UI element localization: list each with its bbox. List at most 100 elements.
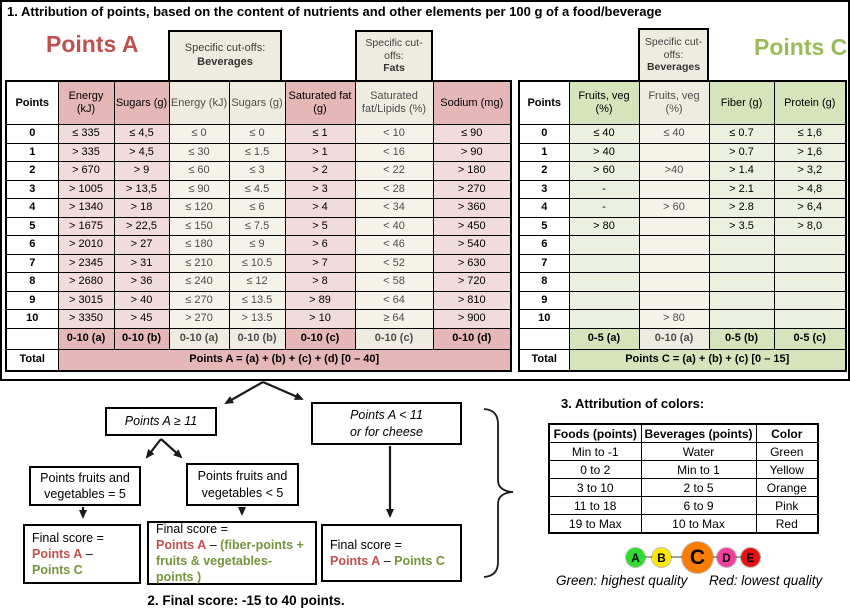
cell: > 1.4 bbox=[708, 161, 775, 181]
cell bbox=[708, 253, 775, 273]
cell: ≤ 10.5 bbox=[228, 253, 286, 273]
cell: Orange bbox=[755, 478, 819, 497]
cell bbox=[638, 253, 710, 273]
table-row: 0≤ 335≤ 4,5≤ 0≤ 0≤ 1< 10≤ 90 bbox=[5, 124, 512, 144]
nutriscore-badges: A B C D E bbox=[620, 540, 765, 576]
cell: Red bbox=[755, 514, 819, 534]
condition-points-a-lt-11: Points A < 11 or for cheese bbox=[311, 402, 462, 445]
cell: > 360 bbox=[432, 198, 512, 218]
badge-d-icon: D bbox=[717, 548, 736, 567]
cell: >40 bbox=[638, 161, 710, 181]
cell: ≤ 3 bbox=[228, 161, 286, 181]
cutoff-prefix: Specific cut-offs: bbox=[365, 37, 423, 62]
cell: > 540 bbox=[432, 235, 512, 255]
cell: > 630 bbox=[432, 253, 512, 273]
cell: < 58 bbox=[354, 272, 434, 292]
final-score-formula: Points A – Points C bbox=[32, 546, 132, 579]
table-row: 6 bbox=[518, 235, 847, 255]
cell: ≤ 4.5 bbox=[228, 179, 286, 199]
cell bbox=[568, 235, 640, 255]
cell: ≤ 0.7 bbox=[708, 124, 775, 144]
cell: < 64 bbox=[354, 290, 434, 310]
points-a-term: Points A bbox=[330, 554, 381, 568]
points-c-header: Points Fruits, veg (%) Fruits, veg (%) F… bbox=[518, 80, 847, 125]
caption-green-quality: Green: highest quality bbox=[556, 573, 688, 588]
cell: 5 bbox=[518, 216, 570, 236]
cell: 2 to 5 bbox=[640, 478, 757, 497]
cell: > 450 bbox=[432, 216, 512, 236]
cell: ≤ 335 bbox=[57, 124, 115, 144]
cell: 1 bbox=[518, 142, 570, 162]
cell: > 3.5 bbox=[708, 216, 775, 236]
points-c-table: Points Fruits, veg (%) Fruits, veg (%) F… bbox=[518, 80, 847, 372]
final-score-formula: Points A – (fiber-points + fruits & vege… bbox=[156, 537, 308, 586]
fiber-fruits-term: (fiber-points + fruits & vegetables- poi… bbox=[156, 537, 304, 585]
col-header: Beverages (points) bbox=[640, 423, 757, 443]
points-a-term: Points A bbox=[156, 537, 207, 552]
final-score-formula: Points A – Points C bbox=[330, 553, 453, 569]
cell bbox=[638, 272, 710, 292]
cell: > 13.5 bbox=[228, 309, 286, 329]
cell: > 90 bbox=[432, 142, 512, 162]
col-header: Saturated fat/Lipids (%) bbox=[354, 80, 434, 125]
col-header: Fiber (g) bbox=[708, 80, 775, 125]
cell: 0-10 (c) bbox=[284, 327, 356, 350]
minus-sign: – bbox=[85, 546, 93, 561]
cell: ≤ 210 bbox=[168, 253, 230, 273]
caption-red-quality: Red: lowest quality bbox=[709, 573, 823, 588]
col-header: Fruits, veg (%) bbox=[568, 80, 640, 125]
cell: ≤ 40 bbox=[568, 124, 640, 144]
table-row: 10> 3350> 45> 270> 13.5> 10≥ 64> 900 bbox=[5, 309, 512, 329]
cell: Green bbox=[755, 442, 819, 461]
cell: 4 bbox=[518, 198, 570, 218]
cell: ≤ 180 bbox=[168, 235, 230, 255]
cell: > 10 bbox=[284, 309, 356, 329]
cell bbox=[568, 309, 640, 329]
cell: > 1005 bbox=[57, 179, 115, 199]
total-row: Total Points A = (a) + (b) + (c) + (d) [… bbox=[5, 348, 512, 371]
table-row: 9 bbox=[518, 290, 847, 310]
points-a-footer: 0-10 (a) 0-10 (b) 0-10 (a) 0-10 (b) 0-10… bbox=[5, 327, 512, 371]
points-c-term: Points C bbox=[32, 563, 83, 578]
cell bbox=[518, 327, 570, 350]
subtotal-row: 0-10 (a) 0-10 (b) 0-10 (a) 0-10 (b) 0-10… bbox=[5, 327, 512, 350]
subtotal-row: 0-5 (a) 0-10 (a) 0-5 (b) 0-5 (c) bbox=[518, 327, 847, 350]
cell: > 36 bbox=[113, 272, 170, 292]
cell: ≤ 6 bbox=[228, 198, 286, 218]
cell: > 5 bbox=[284, 216, 356, 236]
cell: > 3,2 bbox=[773, 161, 847, 181]
cell: ≤ 12 bbox=[228, 272, 286, 292]
cell: ≤ 1 bbox=[284, 124, 356, 144]
cell: 0-10 (a) bbox=[57, 327, 115, 350]
cell: > 3 bbox=[284, 179, 356, 199]
cutoff-beverages-a-box: Specific cut-offs: Beverages bbox=[168, 30, 282, 82]
cell bbox=[773, 272, 847, 292]
final-score-middle-box: Final score = Points A – (fiber-points +… bbox=[147, 521, 317, 585]
cell: ≤ 0 bbox=[168, 124, 230, 144]
cell: > 40 bbox=[568, 142, 640, 162]
cell: ≤ 30 bbox=[168, 142, 230, 162]
cell: < 22 bbox=[354, 161, 434, 181]
header-row: Foods (points) Beverages (points) Color bbox=[548, 423, 819, 443]
cell: 10 to Max bbox=[640, 514, 757, 534]
cell: ≤ 1,6 bbox=[773, 124, 847, 144]
cell: > 7 bbox=[284, 253, 356, 273]
cell: > 270 bbox=[168, 309, 230, 329]
cell: > 3015 bbox=[57, 290, 115, 310]
cell: > 2680 bbox=[57, 272, 115, 292]
minus-sign: – bbox=[209, 537, 217, 552]
cell: 5 bbox=[5, 216, 59, 236]
cell: 7 bbox=[5, 253, 59, 273]
cell: 0-10 (b) bbox=[228, 327, 286, 350]
total-label: Total bbox=[5, 348, 59, 371]
table-row: 10> 80 bbox=[518, 309, 847, 329]
points-c-label: Points C bbox=[754, 34, 848, 60]
cell: - bbox=[568, 198, 640, 218]
cell: < 52 bbox=[354, 253, 434, 273]
cell: > 31 bbox=[113, 253, 170, 273]
cell: ≤ 13.5 bbox=[228, 290, 286, 310]
